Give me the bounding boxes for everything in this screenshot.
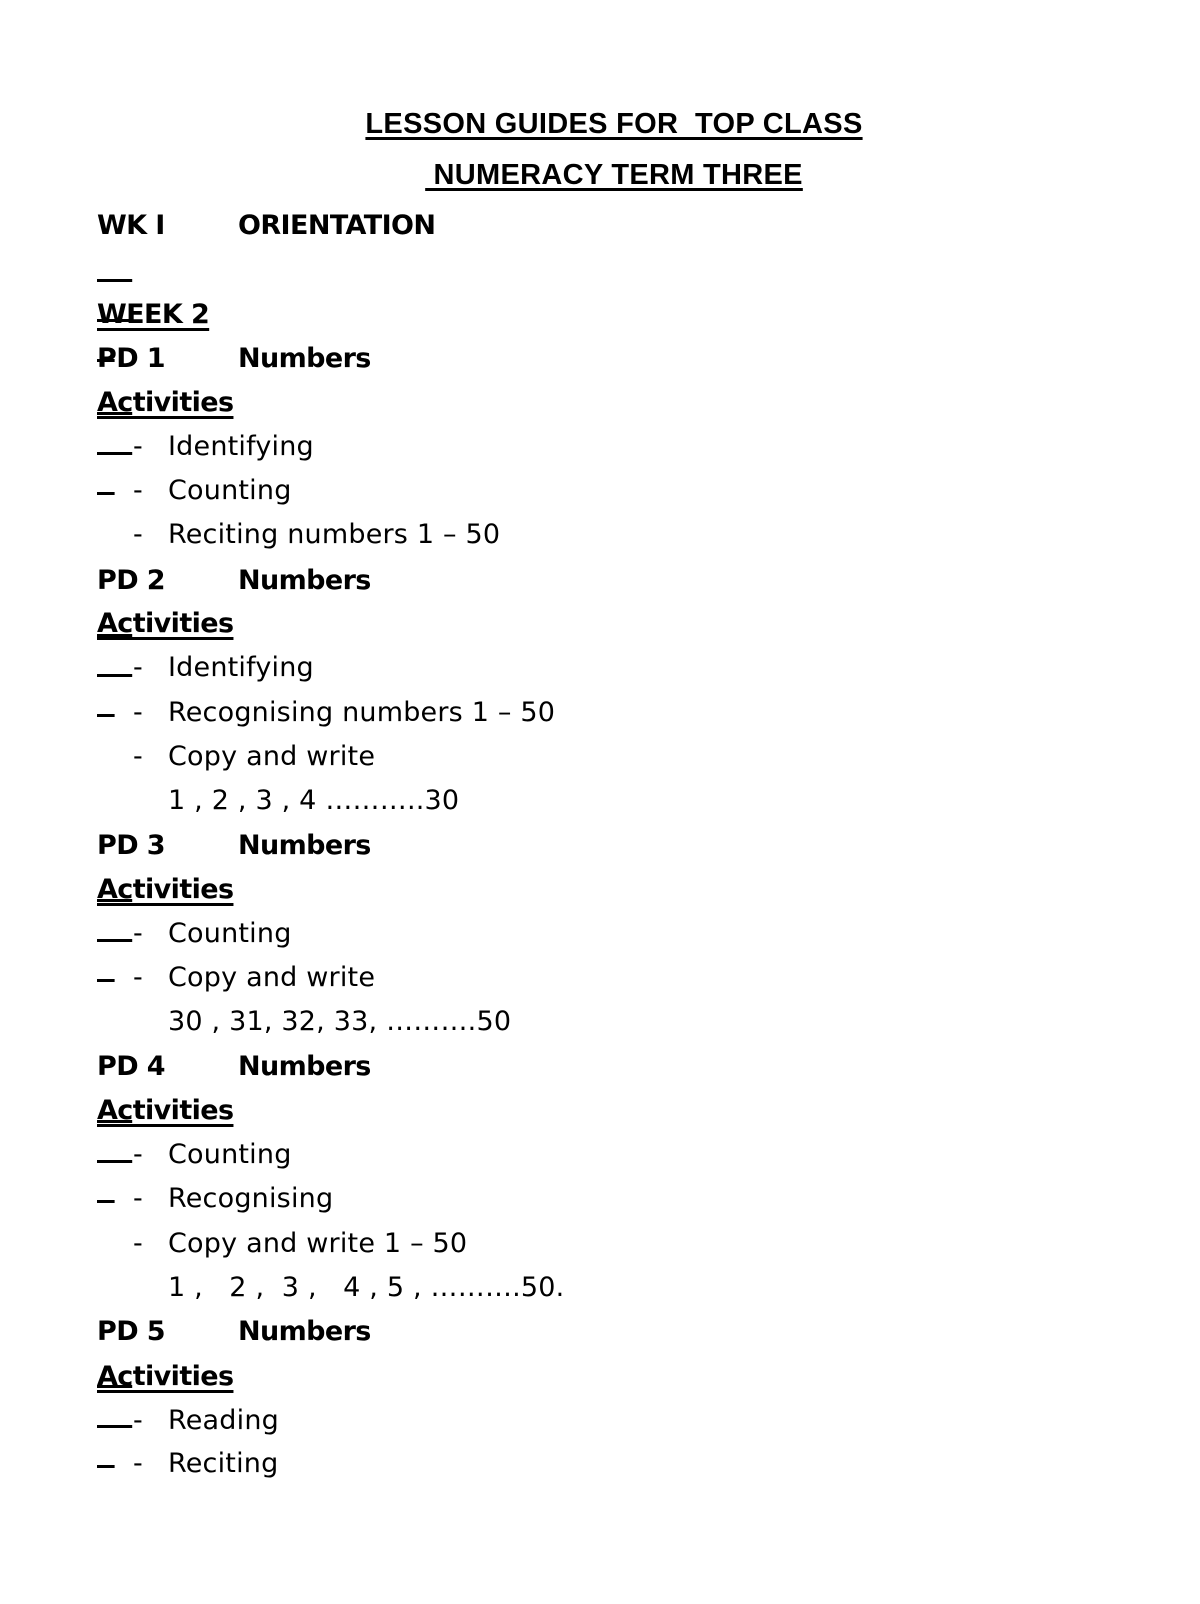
list-item: - Counting xyxy=(97,1135,291,1175)
period-1-topic: Numbers xyxy=(238,343,371,374)
dash-bullet-icon: - xyxy=(133,475,143,506)
list-item: - Recognising xyxy=(97,1179,333,1219)
period-5-activities-heading: Activities xyxy=(97,1361,234,1392)
period-4-topic: Numbers xyxy=(238,1051,371,1082)
period-2-header: PD 2 Numbers xyxy=(97,561,597,601)
list-item: - Copy and write xyxy=(97,958,375,998)
week-1-row: WK I ORIENTATION xyxy=(97,206,597,246)
dash-bullet-icon: - xyxy=(133,431,143,462)
dash-bullet-icon: - xyxy=(133,741,143,772)
dash-bullet-icon: - xyxy=(133,1183,143,1214)
dash-bullet-icon: - xyxy=(133,1405,143,1436)
week-2-heading: WEEK 2 xyxy=(97,299,210,330)
dash-bullet-icon: - xyxy=(133,697,143,728)
dash-bullet-icon: - xyxy=(133,962,143,993)
period-4-activities-heading: Activities xyxy=(97,1095,234,1126)
period-1-header: PD 1 Numbers xyxy=(97,339,597,379)
document-title-line-2: NUMERACY TERM THREE xyxy=(425,159,803,191)
dash-bullet-icon: - xyxy=(133,1139,143,1170)
list-item: - Reading xyxy=(97,1401,279,1441)
list-item: - Copy and write xyxy=(97,737,375,777)
week-1-topic: ORIENTATION xyxy=(238,210,436,241)
period-2-label: PD 2 xyxy=(97,565,166,596)
list-item: - Identifying xyxy=(97,648,314,688)
list-item: - Counting xyxy=(97,471,291,511)
dash-bullet-icon: - xyxy=(133,918,143,949)
dash-bullet-icon: - xyxy=(133,519,143,550)
week-1-label: WK I xyxy=(97,210,165,241)
period-2-topic: Numbers xyxy=(238,565,371,596)
list-item: - Reciting xyxy=(97,1444,278,1484)
period-5-label: PD 5 xyxy=(97,1316,166,1347)
period-4-header: PD 4 Numbers xyxy=(97,1047,597,1087)
list-item: - Recognising numbers 1 – 50 xyxy=(97,693,555,733)
dash-bullet-icon: - xyxy=(133,1448,143,1479)
document-title-line-1: LESSON GUIDES FOR TOP CLASS xyxy=(365,108,863,140)
number-sequence: 1 , 2 , 3 , 4 ………..30 xyxy=(168,785,460,816)
list-item: - Identifying xyxy=(97,427,314,467)
period-5-header: PD 5 Numbers xyxy=(97,1312,597,1352)
list-item: - Copy and write 1 – 50 xyxy=(97,1224,467,1264)
list-item: - Reciting numbers 1 – 50 xyxy=(97,515,500,555)
period-3-topic: Numbers xyxy=(238,830,371,861)
period-2-activities-heading: Activities xyxy=(97,608,234,639)
period-3-header: PD 3 Numbers xyxy=(97,826,597,866)
number-sequence: 30 , 31, 32, 33, ……….50 xyxy=(168,1006,512,1037)
period-1-label: PD 1 xyxy=(97,343,166,374)
number-sequence: 1 , 2 , 3 , 4 , 5 , ……….50. xyxy=(168,1272,565,1303)
period-3-label: PD 3 xyxy=(97,830,166,861)
dash-bullet-icon: - xyxy=(133,652,143,683)
list-item: - Counting xyxy=(97,914,291,954)
period-4-label: PD 4 xyxy=(97,1051,166,1082)
period-5-topic: Numbers xyxy=(238,1316,371,1347)
period-1-activities-heading: Activities xyxy=(97,387,234,418)
period-3-activities-heading: Activities xyxy=(97,874,234,905)
dash-bullet-icon: - xyxy=(133,1228,143,1259)
document-page: LESSON GUIDES FOR TOP CLASS NUMERACY TER… xyxy=(97,108,863,1484)
